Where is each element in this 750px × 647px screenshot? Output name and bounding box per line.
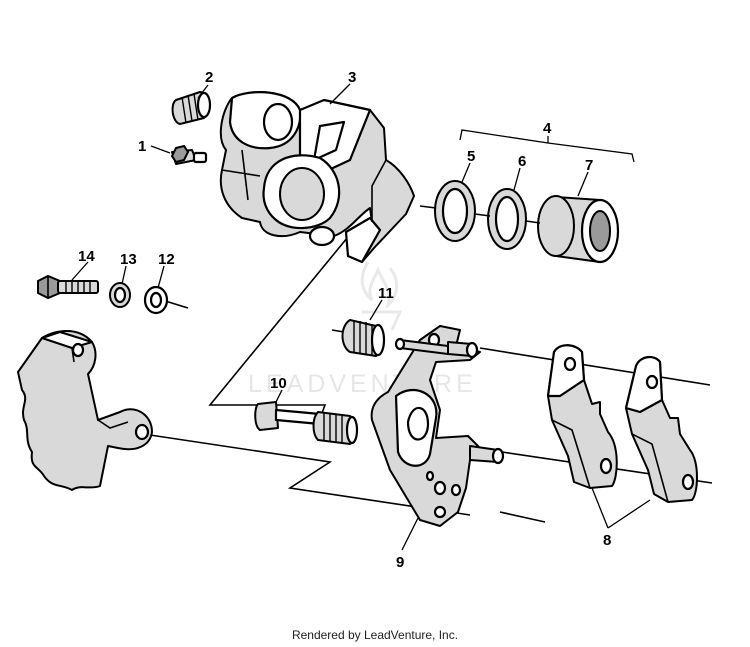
label-4: 4 <box>543 120 552 137</box>
part-2-bleeder-screw <box>171 91 212 125</box>
part-14-bolt <box>37 274 99 300</box>
part-3-caliper-body <box>219 91 415 264</box>
part-9-caliper-bracket <box>370 325 505 527</box>
part-6-dust-seal <box>487 188 527 250</box>
label-8: 8 <box>603 532 611 549</box>
part-8-brake-pad-left <box>546 344 618 489</box>
label-9: 9 <box>396 554 404 571</box>
label-11: 11 <box>378 285 394 302</box>
part-1-bleeder-valve <box>170 144 208 165</box>
leader-lines <box>71 83 651 551</box>
part-7-piston <box>537 195 620 264</box>
label-6: 6 <box>518 153 526 170</box>
part-4-seal-kit-bracket <box>459 129 635 163</box>
part-11-pin-boot <box>341 319 386 357</box>
part-8-brake-pad-right <box>624 356 698 503</box>
label-3: 3 <box>348 69 356 86</box>
part-13-lock-washer <box>109 282 131 308</box>
label-7: 7 <box>585 157 593 174</box>
part-5-piston-seal <box>434 180 476 242</box>
part-10-slide-pin <box>254 401 359 445</box>
label-14: 14 <box>78 248 95 265</box>
label-5: 5 <box>467 148 475 165</box>
bore-axis-line <box>419 205 541 224</box>
label-10: 10 <box>270 375 287 392</box>
label-2: 2 <box>205 69 213 86</box>
label-13: 13 <box>120 251 137 268</box>
label-1: 1 <box>138 138 146 155</box>
part-12-washer <box>143 285 169 315</box>
footer-credit: Rendered by LeadVenture, Inc. <box>291 628 459 642</box>
part-labels: 2 1 3 4 5 6 7 14 13 12 11 10 9 8 <box>78 69 611 571</box>
label-12: 12 <box>158 251 175 268</box>
left-mounting-bracket <box>17 330 153 491</box>
